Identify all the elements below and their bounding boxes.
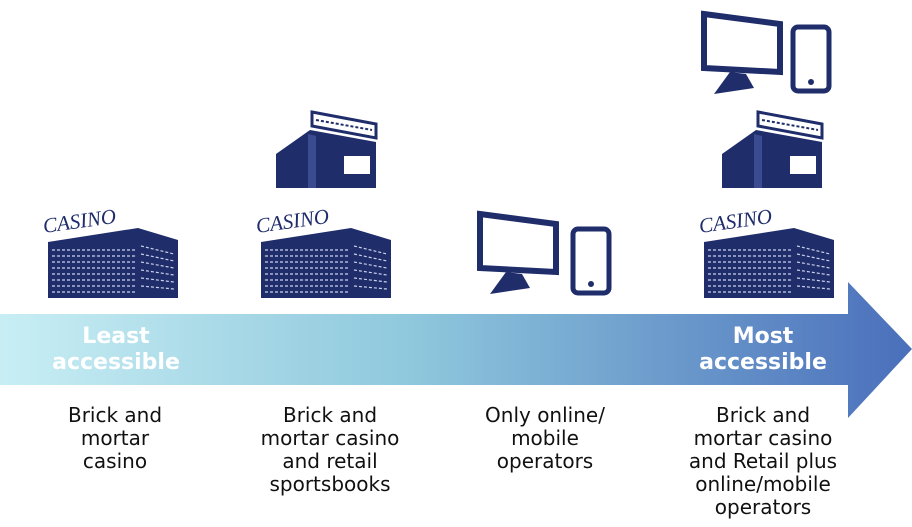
most-accessible-label: Most accessible: [688, 324, 838, 376]
stage-caption-casino-retail-online: Brick and mortar casino and Retail plus …: [688, 403, 838, 519]
casino-building-icon: CASINO: [254, 204, 391, 298]
casino-building-icon: CASINO: [41, 204, 178, 298]
most-label-line1: Most: [732, 324, 794, 349]
least-label-line1: Least: [82, 324, 150, 349]
stage-caption-brick-and-mortar: Brick and mortar casino: [67, 403, 163, 473]
smartphone-icon: [790, 24, 832, 94]
least-label-line2: accessible: [52, 350, 180, 375]
stage-caption-casino-and-retail: Brick and mortar casino and retail sport…: [260, 403, 400, 496]
computer-monitor-icon: [701, 10, 783, 94]
retail-sportsbook-icon: [722, 110, 824, 188]
stage-caption-online-only: Only online/ mobile operators: [485, 403, 605, 473]
most-label-line2: accessible: [699, 350, 827, 375]
casino-sign-text: CASINO: [697, 204, 773, 238]
smartphone-icon: [570, 226, 612, 296]
casino-building-icon: CASINO: [697, 204, 834, 298]
arrow-body: [0, 282, 912, 418]
retail-sportsbook-icon: [276, 110, 378, 188]
casino-sign-text: CASINO: [254, 204, 330, 238]
least-accessible-label: Least accessible: [36, 324, 196, 376]
computer-monitor-icon: [477, 210, 559, 294]
casino-sign-text: CASINO: [41, 204, 117, 238]
